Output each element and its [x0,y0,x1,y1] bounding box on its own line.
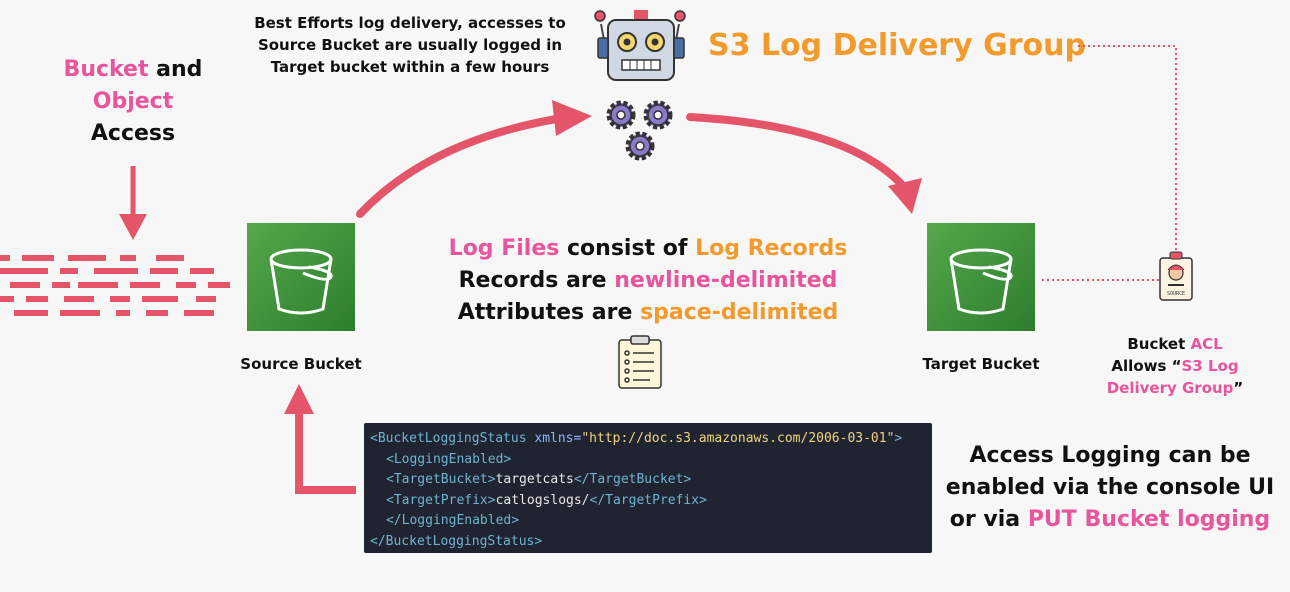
code-target-prefix-close: </TargetPrefix> [589,492,707,508]
code-line-1: <BucketLoggingStatus xmlns="http://doc.s… [370,429,932,450]
enable-line-1: Access Logging can be [969,443,1251,468]
id-badge-icon: SOURCE [1159,251,1193,301]
attributes-are-text: Attributes are [457,300,641,325]
bucket-logging-config-code: <BucketLoggingStatus xmlns="http://doc.s… [364,423,932,553]
acl-group-part-1: S3 Log [1181,357,1239,375]
newline-delimited-term: newline-delimited [614,268,838,293]
arrow-config-to-source [284,384,356,494]
code-target-prefix-open: <TargetPrefix> [386,492,496,508]
code-root-open-end: > [894,431,903,446]
acl-line-2: Allows “S3 Log [1100,355,1250,377]
code-root-close-tag: </BucketLoggingStatus> [370,533,543,549]
code-target-bucket-value: targetcats [495,472,574,487]
best-efforts-text: Best Efforts log delivery, accesses to S… [240,12,580,78]
arrow-robot-to-target [686,113,922,214]
code-target-bucket-close: </TargetBucket> [573,472,692,487]
code-line-6: </BucketLoggingStatus> [370,532,932,553]
best-efforts-line-1: Best Efforts log delivery, accesses to [254,14,566,32]
log-info-line-3: Attributes are space-delimited [418,297,878,329]
code-line-5: </LoggingEnabled> [370,511,932,532]
bucket-acl-text: Bucket ACL Allows “S3 Log Delivery Group… [1100,333,1250,399]
acl-close-quote: ” [1233,379,1244,397]
code-logging-enabled-close: </LoggingEnabled> [386,513,520,528]
source-bucket-label: Source Bucket [240,355,362,373]
log-consist-text: consist of [559,236,696,261]
access-access-word: Access [90,121,176,146]
access-and-word: and [156,57,203,82]
log-files-term: Log Files [448,236,560,261]
log-info-text: Log Files consist of Log Records Records… [418,233,878,329]
code-logging-enabled-open: <LoggingEnabled> [386,451,512,467]
log-delivery-group-title: S3 Log Delivery Group [708,28,1086,63]
access-label: Bucket and Object Access [48,54,218,150]
code-line-3: <TargetBucket>targetcats</TargetBucket> [370,470,932,491]
access-bucket-word: Bucket [63,57,149,82]
target-bucket-tile[interactable] [927,223,1035,331]
badge-text: SOURCE [1167,291,1185,297]
code-xmlns-value: "http://doc.s3.amazonaws.com/2006-03-01" [581,431,895,446]
put-bucket-logging-term: PUT Bucket logging [1027,507,1271,532]
acl-term: ACL [1190,335,1223,353]
log-info-line-1: Log Files consist of Log Records [418,233,878,265]
code-line-4: <TargetPrefix>catlogslogs/</TargetPrefix… [370,491,932,512]
access-object-word: Object [92,89,174,114]
acl-line-1: Bucket ACL [1100,333,1250,355]
robot-icon [594,10,686,81]
acl-line-3: Delivery Group” [1100,377,1250,399]
enable-line-3: or via PUT Bucket logging [945,504,1275,536]
dotted-connector [1042,45,1177,281]
enable-or-via-text: or via [949,507,1028,532]
access-down-arrow [119,166,147,240]
target-bucket-label: Target Bucket [922,355,1040,373]
gears-icon [606,100,673,161]
bucket-icon [949,248,1013,315]
code-line-2: <LoggingEnabled> [370,450,932,471]
log-records-term: Log Records [695,236,848,261]
space-delimited-term: space-delimited [640,300,839,325]
arrow-source-to-robot [356,100,592,218]
acl-allows-word: Allows “ [1111,357,1182,375]
code-xmlns-attr: xmlns= [534,431,582,446]
acl-group-part-2: Delivery Group [1106,379,1234,397]
bucket-icon [269,248,333,315]
checklist-icon [618,335,662,389]
enable-logging-text: Access Logging can be enabled via the co… [945,440,1275,536]
code-root-open-tag: <BucketLoggingStatus [370,431,535,446]
code-target-prefix-value: catlogslogs/ [495,492,590,508]
log-info-line-2: Records are newline-delimited [418,265,878,297]
enable-line-2: enabled via the console UI [945,475,1275,500]
acl-bucket-word: Bucket [1127,335,1191,353]
source-bucket-tile[interactable] [247,223,355,331]
code-target-bucket-open: <TargetBucket> [386,472,496,487]
best-efforts-line-2: Source Bucket are usually logged in [257,36,563,54]
best-efforts-line-3: Target bucket within a few hours [270,58,550,76]
access-stream-dashes [0,255,230,316]
records-are-text: Records are [458,268,615,293]
